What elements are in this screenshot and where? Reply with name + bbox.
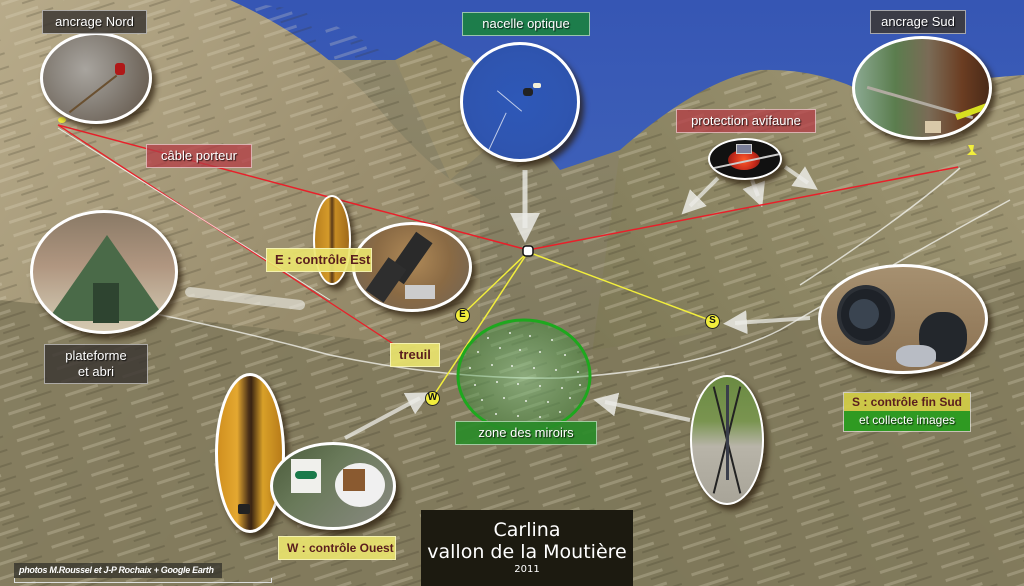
label-controle-sud-line1: S : contrôle fin Sud bbox=[844, 393, 970, 411]
label-zone-miroirs: zone des miroirs bbox=[455, 421, 597, 445]
label-protection-avifaune: protection avifaune bbox=[676, 109, 816, 133]
title-line1: Carlina bbox=[493, 519, 561, 541]
title-line2: vallon de la Moutière bbox=[427, 541, 627, 563]
marker-south: S bbox=[705, 314, 720, 329]
photo-trepied bbox=[690, 375, 764, 505]
title-year: 2011 bbox=[514, 564, 540, 575]
photo-ancrage-sud bbox=[852, 36, 992, 140]
marker-west: W bbox=[425, 391, 440, 406]
gondola-icon bbox=[522, 245, 534, 257]
title-box: Carlina vallon de la Moutière 2011 bbox=[421, 510, 633, 586]
label-controle-sud-line2: et collecte images bbox=[844, 411, 970, 431]
label-controle-sud: S : contrôle fin Sud et collecte images bbox=[843, 392, 971, 432]
label-controle-ouest: W : contrôle Ouest bbox=[278, 536, 396, 560]
photo-plateforme-abri bbox=[30, 210, 178, 334]
label-cable-porteur: câble porteur bbox=[146, 144, 252, 168]
label-ancrage-nord: ancrage Nord bbox=[42, 10, 147, 34]
label-ancrage-sud: ancrage Sud bbox=[870, 10, 966, 34]
label-plateforme-line1: plateforme bbox=[65, 348, 127, 363]
scale-bar bbox=[14, 578, 272, 583]
photo-controle-ouest bbox=[270, 442, 396, 530]
label-controle-est: E : contrôle Est bbox=[266, 248, 372, 272]
photo-controle-sud bbox=[818, 264, 988, 374]
label-nacelle-optique: nacelle optique bbox=[462, 12, 590, 36]
photo-ancrage-nord bbox=[40, 32, 152, 124]
label-plateforme-abri: plateforme et abri bbox=[44, 344, 148, 384]
mirror-zone-ellipse bbox=[456, 318, 592, 434]
photo-meleze-ouest bbox=[215, 373, 285, 533]
label-treuil: treuil bbox=[390, 343, 440, 367]
photo-credits: photos M.Roussel et J-P Rochaix + Google… bbox=[14, 563, 222, 578]
photo-protection-avifaune bbox=[708, 138, 782, 180]
photo-nacelle-optique bbox=[460, 42, 580, 162]
label-plateforme-line2: et abri bbox=[77, 364, 115, 379]
marker-east: E bbox=[455, 308, 470, 323]
